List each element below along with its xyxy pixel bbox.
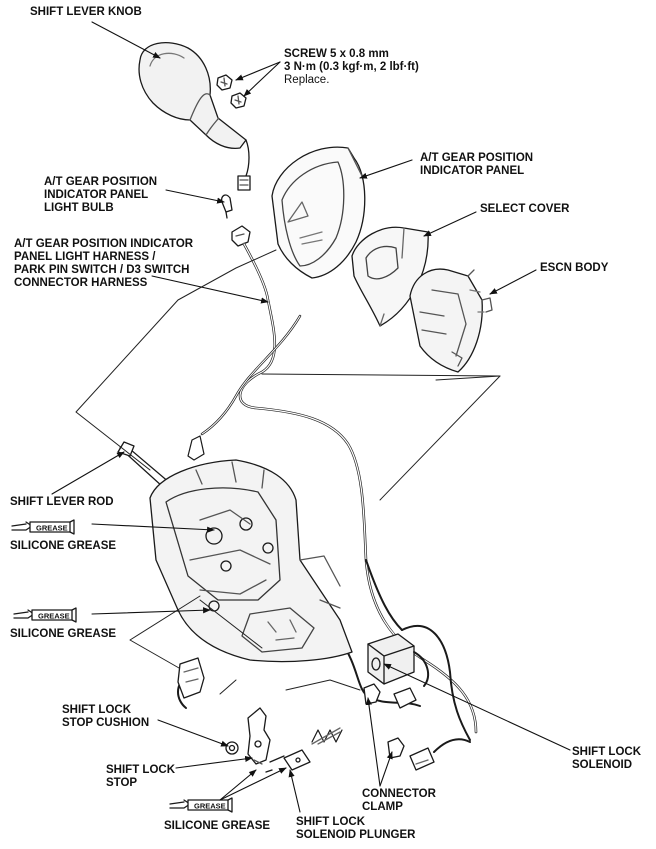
harness-connector [231,225,251,247]
grease-tag-text-3: GREASE [194,802,226,811]
label-stop-cushion: SHIFT LOCK STOP CUSHION [62,704,150,729]
label-silicone-grease-2: SILICONE GREASE [10,628,117,640]
grease-tag-text-2: GREASE [38,612,70,621]
label-shift-lock-stop: SHIFT LOCK STOP [106,764,175,789]
label-indicator-panel: A/T GEAR POSITION INDICATOR PANEL [420,152,534,177]
shift-lock-solenoid-part [367,633,430,687]
shift-lever-knob [138,42,251,191]
grease-tag-text-1: GREASE [36,524,68,533]
shift-lock-stop [247,707,271,765]
label-shift-lever-rod: SHIFT LEVER ROD [10,496,114,508]
park-pin-switch [177,657,205,699]
label-harness: A/T GEAR POSITION INDICATOR PANEL LIGHT … [14,238,194,289]
grease-tube-3: GREASE [169,797,233,813]
label-select-cover: SELECT COVER [480,203,570,215]
grease-tube-2: GREASE [13,607,77,623]
label-shift-lever-knob: SHIFT LEVER KNOB [30,6,142,18]
indicator-panel [271,146,366,279]
label-shift-lock-solenoid: SHIFT LOCK SOLENOID [572,746,641,771]
label-silicone-grease-1: SILICONE GREASE [10,540,117,552]
stop-cushion [225,741,239,755]
label-solenoid-plunger: SHIFT LOCK SOLENOID PLUNGER [296,816,416,841]
leader-arrows [51,21,571,813]
light-bulb [220,194,233,219]
grease-tube-1: GREASE [11,519,75,535]
escn-body [409,268,493,373]
select-cover [351,226,429,327]
solenoid-plunger [265,727,343,773]
solenoid-connectors [393,687,471,771]
label-screw: SCREW 5 x 0.8 mm 3 N·m (0.3 kgf·m, 2 lbf… [284,48,419,86]
label-light-bulb: A/T GEAR POSITION INDICATOR PANEL LIGHT … [44,176,158,214]
label-silicone-grease-3: SILICONE GREASE [164,820,271,832]
shift-lever-base [149,459,353,663]
label-connector-clamp: CONNECTOR CLAMP [362,788,436,813]
screw-pair [216,74,247,109]
label-escn-body: ESCN BODY [540,262,609,274]
